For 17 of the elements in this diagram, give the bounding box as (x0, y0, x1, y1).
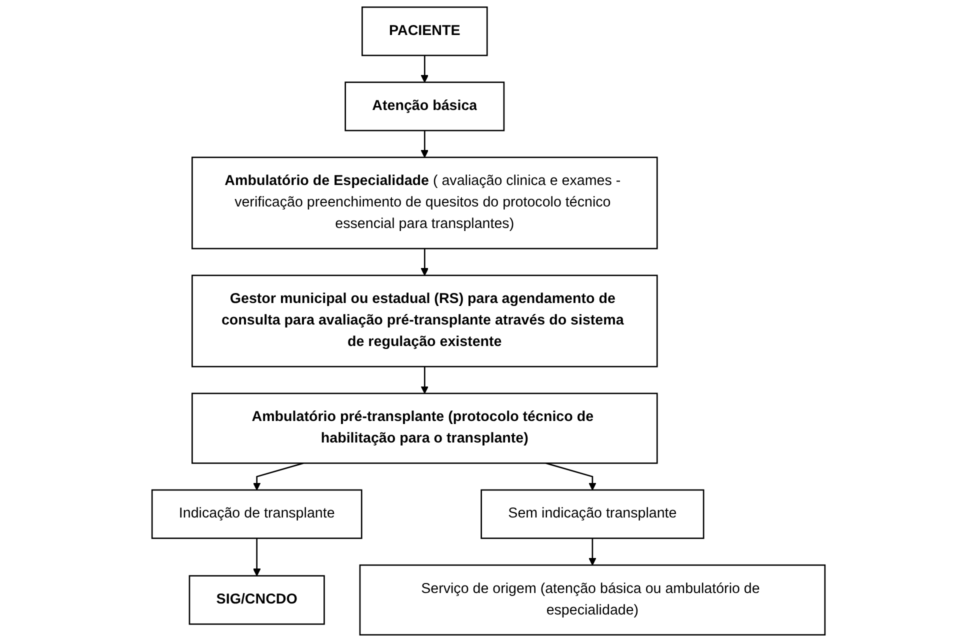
node-box (344, 82, 505, 132)
arrow (420, 55, 429, 83)
arrow (252, 462, 304, 490)
arrow (588, 538, 596, 566)
arrow (420, 366, 429, 394)
arrow (420, 130, 429, 158)
arrow (252, 538, 261, 576)
node-box (359, 564, 826, 636)
node-box (151, 489, 362, 539)
arrow (546, 462, 596, 490)
node-box (192, 156, 658, 250)
node-box (188, 575, 325, 625)
node-box (192, 274, 658, 368)
node-box (362, 6, 488, 56)
node-box (192, 392, 658, 464)
arrow (420, 248, 429, 276)
node-box (480, 489, 704, 539)
